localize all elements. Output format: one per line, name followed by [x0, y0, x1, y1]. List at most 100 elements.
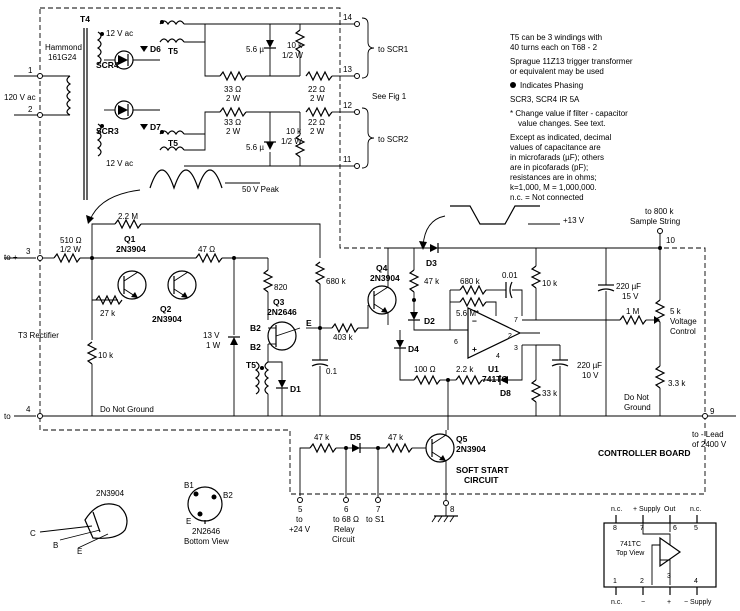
u1-opamp: [467, 307, 522, 359]
r22a-label: 22 Ω: [308, 85, 325, 94]
r33b-label: 33 Ω: [224, 118, 241, 127]
plus13-label: +13 V: [563, 216, 585, 225]
2n3904-package: 2N3904 C B E: [30, 489, 128, 556]
terminal-label: 8: [450, 505, 455, 514]
terminal-2: [37, 112, 43, 118]
r22a-watt: 2 W: [310, 94, 325, 103]
d2-diode: [410, 312, 418, 320]
r47-label: 47 Ω: [198, 245, 215, 254]
q1-transistor: [117, 270, 147, 300]
r10ka-resistor: [294, 29, 306, 53]
to68-label-a: to 68 Ω: [333, 515, 359, 524]
pot5k-label: 5 k: [670, 307, 682, 316]
tos1-label: to S1: [366, 515, 385, 524]
r33k-resistor: [530, 379, 542, 403]
note-line: Indicates Phasing: [520, 81, 583, 90]
pin-c-label: C: [30, 529, 36, 538]
terminal-label: 12: [343, 101, 352, 110]
hammond-label: Hammond: [45, 43, 82, 52]
note-line: k=1,000, M = 1,000,000.: [510, 183, 597, 192]
u1-minus-symbol: −: [472, 316, 477, 326]
zener-13v: [230, 337, 238, 345]
controller-section: to + 3 to 4 T3 Rectifier 510 Ω 1/2 W 2.2…: [4, 207, 736, 458]
r47k-resistor: [408, 269, 420, 293]
d3-diode: [430, 244, 438, 252]
r56m-resistor: [459, 296, 487, 308]
ic-sup-minus-label: − Supply: [684, 599, 712, 606]
notes-block: T5 can be 3 windings with 40 turns each …: [510, 33, 633, 202]
terminal-11: [354, 163, 360, 169]
terminal-14: [354, 21, 360, 27]
to68-label-c: Circuit: [332, 535, 355, 544]
ic-pin3: 3: [667, 573, 671, 580]
u1-pin6: 6: [454, 339, 458, 346]
r22b-watt: 2 W: [310, 127, 325, 136]
d4-label: D4: [408, 344, 419, 354]
u1-type-label: 741TC: [482, 374, 508, 384]
pot-voltage-label: Voltage: [670, 317, 697, 326]
r10ka-label: 10 k: [287, 41, 303, 50]
r510-watt: 1/2 W: [60, 245, 81, 254]
c56b-label: 5.6 µ: [246, 143, 264, 152]
d1-diode: [278, 380, 286, 388]
to68-label-b: Relay: [334, 525, 354, 534]
t5c-coil: [264, 361, 270, 395]
to-lead-label-b: of 2400 V: [692, 440, 727, 449]
d6-diode: [140, 46, 148, 52]
scr3-label: SCR3: [96, 126, 119, 136]
r10kd-resistor: [530, 265, 542, 289]
ic-minus-label: −: [641, 599, 645, 606]
soft-circuit-label: CIRCUIT: [464, 475, 499, 485]
to-plus-label: to +: [4, 253, 18, 262]
t4-label: T4: [80, 14, 90, 24]
c220b-label: 220 µF: [616, 282, 641, 291]
terminal-label: 6: [344, 505, 349, 514]
soft-start-label: SOFT START: [456, 465, 510, 475]
pin-e-label: E: [77, 547, 82, 556]
u1-pin7: 7: [514, 317, 518, 324]
ic-pin2: 2: [640, 578, 644, 585]
u1-label: U1: [488, 364, 499, 374]
r22k-label: 2.2 k: [456, 365, 474, 374]
r820-label: 820: [274, 283, 288, 292]
ic-pin6: 6: [673, 525, 677, 532]
phasing-dot-legend: [510, 82, 516, 88]
d7-diode: [140, 124, 148, 130]
c01-label: 0.1: [326, 367, 338, 376]
741tc-pinout: n.c. + Supply Out n.c. 8 7 6 5 741TC Top…: [603, 506, 717, 606]
r33a-resistor: [219, 70, 247, 82]
brace-scr2: [361, 107, 375, 169]
ic-out-label: Out: [664, 506, 675, 513]
r680kb-resistor: [459, 284, 487, 296]
t4-secondary-coil-a: [96, 31, 102, 65]
to-label: to: [4, 412, 11, 421]
q1-type-label: 2N3904: [116, 244, 146, 254]
r47ka-resistor: [309, 442, 337, 454]
u1-plus-symbol: +: [472, 344, 477, 354]
r22a-resistor: [305, 70, 333, 82]
u1-pin3: 3: [514, 345, 518, 352]
t5a-label: T5: [168, 46, 178, 56]
terminal-10: [657, 228, 663, 234]
ujt-b1-label: B1: [184, 481, 194, 490]
d6-label: D6: [150, 44, 161, 54]
d5-label: D5: [350, 432, 361, 442]
brace-scr1: [361, 17, 375, 79]
t4-primary-coil: [66, 75, 72, 116]
r510-resistor: [53, 252, 81, 264]
scr-board-outline: [39, 7, 706, 495]
z13-label: 13 V: [203, 331, 220, 340]
note-line: n.c. = Not connected: [510, 193, 584, 202]
2n2646-package: B1 B2 E 2N2646 Bottom View: [184, 481, 233, 546]
r10kb-label: 10 k: [286, 127, 302, 136]
q4-transistor: [367, 285, 397, 315]
c01-capacitor: [311, 363, 329, 367]
v12b-label: 12 V ac: [106, 159, 133, 168]
to800k-label-b: Sample String: [630, 217, 680, 226]
terminal-label: 4: [26, 405, 31, 414]
r33kb-resistor: [654, 365, 666, 389]
d8-diode: [500, 376, 508, 384]
q1-label: Q1: [124, 234, 136, 244]
terminal-label: 7: [376, 505, 381, 514]
terminal-9: [702, 413, 708, 419]
